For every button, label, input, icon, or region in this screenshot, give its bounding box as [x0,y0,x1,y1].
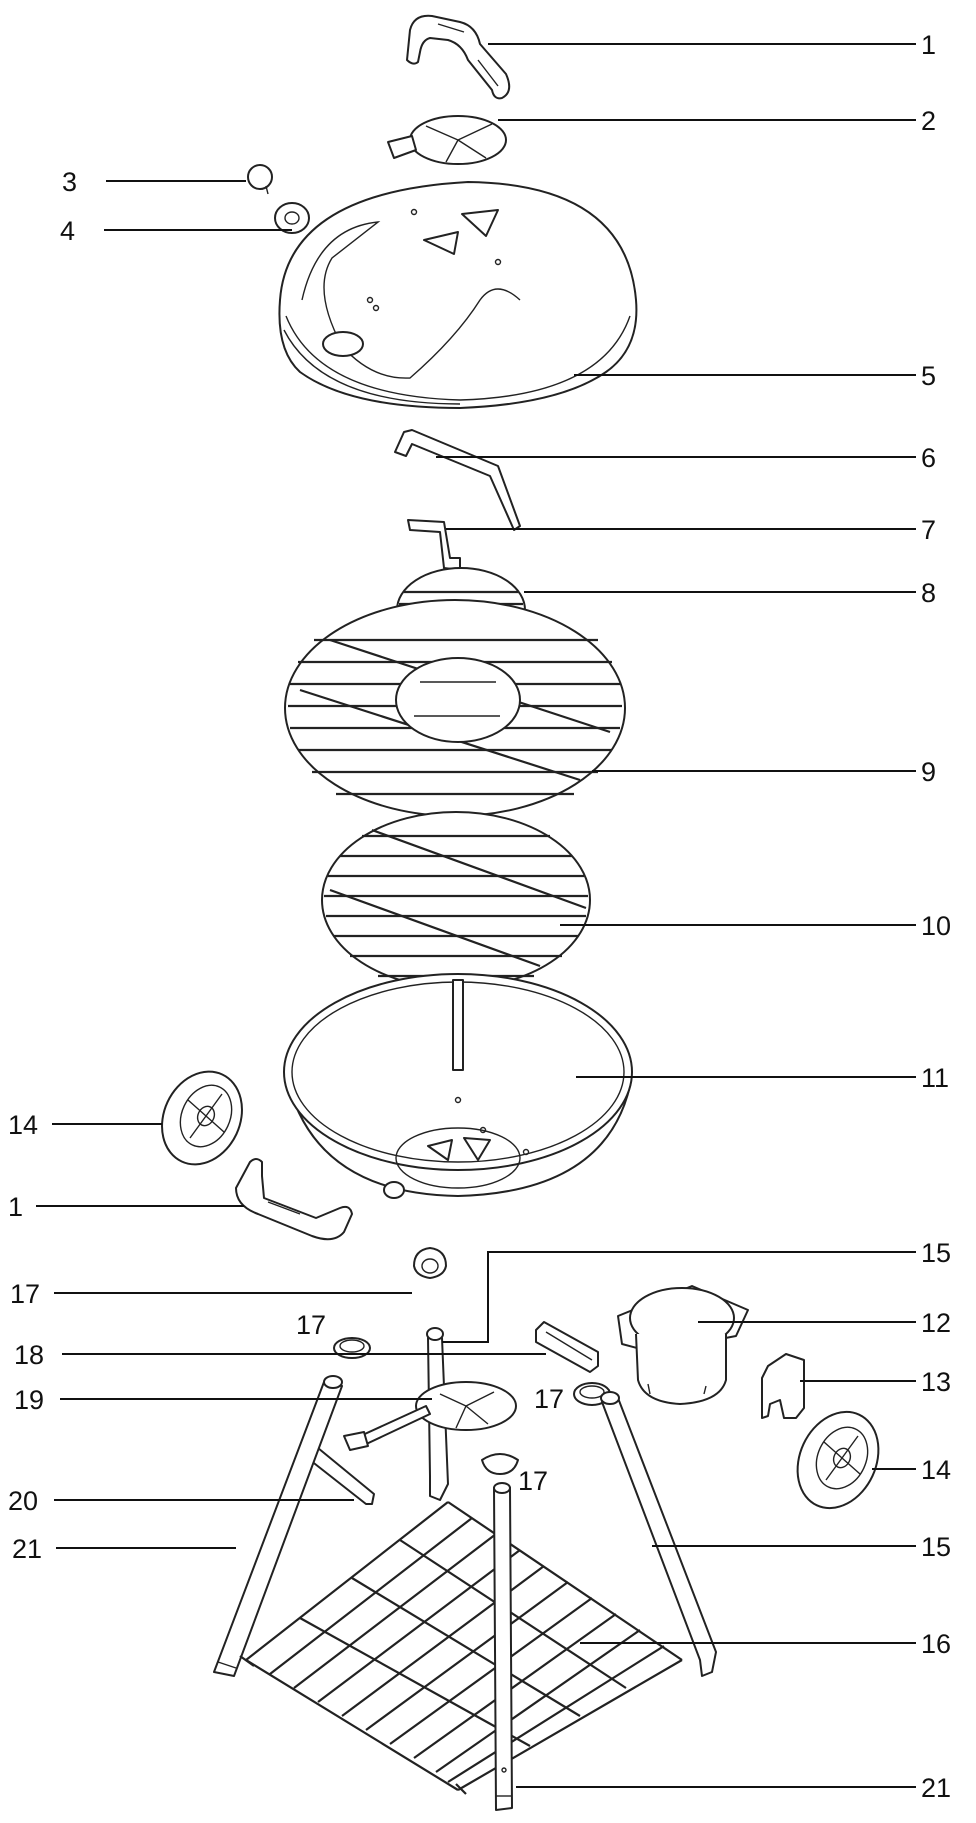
leg-cap-top-part [413,1247,447,1279]
lid-bracket-part [394,429,521,531]
lid-vent-damper-part [387,115,507,165]
callout-2: 2 [921,106,936,136]
leader-line-15a [442,1251,916,1343]
callout-16: 16 [921,1629,951,1659]
callout-7: 7 [921,515,936,545]
wheel-right-part [796,1410,880,1510]
ash-sweep-part [343,1381,517,1451]
callout-4: 4 [60,216,75,246]
callout-19: 19 [14,1385,44,1415]
callout-3: 3 [62,167,77,197]
lid-hook-part [407,519,461,571]
leg-connector-part [761,1353,805,1419]
callout-5: 5 [921,361,936,391]
callout-13: 13 [921,1367,951,1397]
ash-pan-part [617,1285,749,1405]
callout-1a: 1 [921,30,936,60]
ash-bracket-part [535,1321,599,1373]
callout-18: 18 [14,1340,44,1370]
wheel-left-part [161,1070,243,1166]
callout-9: 9 [921,757,936,787]
cooking-grate-part [284,599,626,817]
callout-17d: 17 [518,1466,548,1496]
leg-left-part [213,1375,343,1677]
lid-ring-part [247,164,273,195]
kettle-bowl-part [283,973,633,1199]
callout-21a: 21 [12,1534,42,1564]
callout-15b: 15 [921,1532,951,1562]
callout-1b: 1 [8,1192,23,1222]
leg-right-part [600,1391,717,1677]
callout-17c: 17 [534,1384,564,1414]
callout-8: 8 [921,578,936,608]
callout-17b: 17 [296,1310,326,1340]
callout-21b: 21 [921,1773,951,1803]
callout-15a: 15 [921,1238,951,1268]
callout-10: 10 [921,911,951,941]
callout-11: 11 [921,1063,949,1093]
lid-dome-part [278,181,638,409]
charcoal-grate-part [321,811,591,989]
leader-lines [36,43,916,1788]
lid-handle-part [406,14,511,100]
callout-17a: 17 [10,1279,40,1309]
bowl-handle-part [235,1158,353,1241]
callout-14a: 14 [8,1110,38,1140]
callout-6: 6 [921,443,936,473]
callout-labels: 1 2 3 4 5 6 7 8 9 10 11 14 1 15 17 12 17… [8,30,951,1803]
callout-12: 12 [921,1308,951,1338]
leg-cap-bottom-part [481,1453,519,1475]
rack-bracket-part [309,1447,375,1505]
leg-center-part [493,1482,513,1811]
callout-20: 20 [8,1486,38,1516]
thermometer-part [274,202,310,234]
lower-rack-part [239,1501,683,1795]
callout-14b: 14 [921,1455,951,1485]
